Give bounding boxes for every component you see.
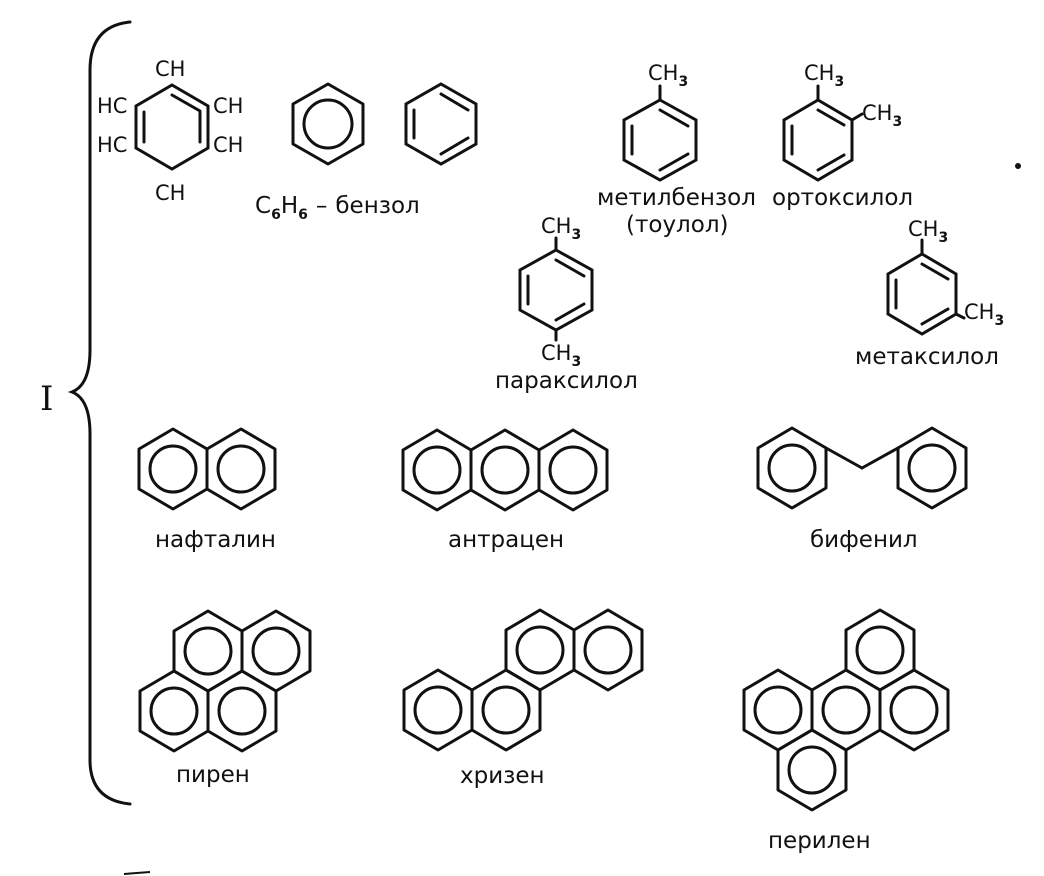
naphthalene-name: нафталин [155, 527, 276, 553]
metaxylene-structure: CH3 CH3 [886, 217, 1004, 336]
perylene-name: перилен [768, 828, 871, 854]
naphthalene-structure [137, 427, 277, 511]
paraxylene-name: параксилол [495, 368, 638, 394]
anthracene-structure [401, 428, 609, 512]
metaxylene-name: метаксилол [855, 344, 999, 370]
methyl-group: CH3 [804, 61, 844, 90]
methyl-group: CH3 [648, 61, 688, 90]
methyl-group: CH3 [964, 300, 1004, 329]
paraxylene-structure: CH3 CH3 [518, 214, 594, 370]
biphenyl-name: бифенил [810, 527, 918, 553]
atom-label: HC [97, 94, 127, 118]
group-numeral: I [40, 379, 53, 419]
pyrene-name: пирен [176, 762, 250, 788]
stray-mark [123, 871, 151, 875]
orthoxylene-structure: CH3 CH3 [782, 61, 902, 182]
chrysene-name: хризен [460, 763, 545, 789]
toluene-structure: CH3 [622, 61, 698, 182]
methyl-group: CH3 [862, 101, 902, 130]
methyl-group: CH3 [541, 341, 581, 370]
atom-label: CH [213, 94, 243, 118]
methyl-group: CH3 [908, 217, 948, 246]
pyrene-structure [138, 609, 312, 753]
stray-dot [1015, 163, 1021, 169]
benzene-kekule-ring [404, 82, 478, 166]
orthoxylene-name: ортоксилол [772, 185, 913, 211]
benzene-ch-structure: CH CH HC HC CH CH [97, 57, 243, 205]
anthracene-name: антрацен [448, 527, 564, 553]
toluene-name: метилбензол [597, 185, 756, 211]
benzene-formula: C6H6–бензол [255, 193, 420, 223]
atom-label: CH [155, 57, 185, 81]
group-brace [67, 20, 132, 806]
benzene-aromatic-ring [291, 82, 365, 166]
atom-label: HC [97, 133, 127, 157]
biphenyl-structure [756, 426, 968, 510]
methyl-group: CH3 [541, 214, 581, 243]
atom-label: CH [213, 133, 243, 157]
atom-label: CH [155, 181, 185, 205]
toluene-name-alt: (тоулол) [626, 212, 729, 238]
double-bond [170, 93, 202, 113]
benzene-ch-ring [134, 83, 210, 171]
perylene-structure [742, 608, 950, 812]
chrysene-structure [402, 608, 644, 752]
